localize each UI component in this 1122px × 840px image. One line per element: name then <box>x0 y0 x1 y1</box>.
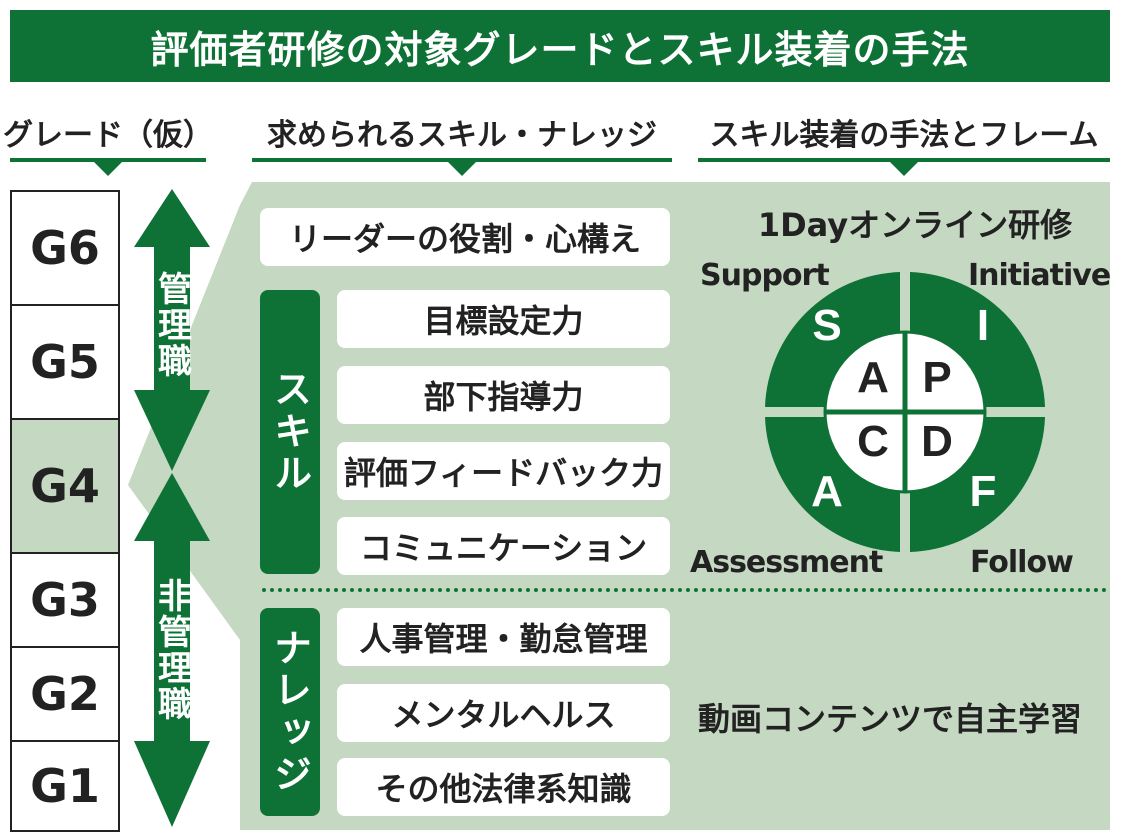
grade-box-g2: G2 <box>10 646 120 742</box>
skill-item: 目標設定力 <box>337 290 670 348</box>
knowledge-method-note: 動画コンテンツで自主学習 <box>698 700 1083 738</box>
non-management-label: 非管理職 <box>151 578 192 722</box>
knowledge-item: メンタルヘルス <box>337 684 670 742</box>
method-column-heading: スキル装着の手法とフレーム <box>709 118 1099 153</box>
inner-letter-c: C <box>857 417 889 466</box>
outer-letter-f: F <box>970 467 997 516</box>
skill-group-label: スキル <box>260 290 320 574</box>
grade-box-g4: G4 <box>10 418 120 554</box>
knowledge-group-label: ナレッジ <box>260 608 320 816</box>
grade-box-g6: G6 <box>10 190 120 306</box>
outer-letter-s: S <box>812 301 841 350</box>
assessment-label: Assessment <box>690 545 883 580</box>
method-heading-underline <box>698 158 1110 162</box>
leader-role-item: リーダーの役割・心構え <box>260 208 670 266</box>
grade-heading-pointer <box>94 162 122 176</box>
inner-letter-a: A <box>857 353 889 402</box>
page-title: 評価者研修の対象グレードとスキル装着の手法 <box>10 10 1110 82</box>
management-arrow <box>134 189 210 471</box>
inner-letter-p: P <box>922 353 951 402</box>
knowledge-item: その他法律系知識 <box>337 758 670 816</box>
section-divider <box>262 588 1107 592</box>
grade-arrows <box>134 189 210 827</box>
inner-letter-d: D <box>921 417 953 466</box>
grade-box-g1: G1 <box>10 740 120 832</box>
skills-heading-pointer <box>448 162 476 176</box>
grade-box-g5: G5 <box>10 304 120 420</box>
non-management-arrow <box>134 473 210 827</box>
skill-item: 評価フィードバック力 <box>337 442 670 500</box>
follow-label: Follow <box>970 545 1074 580</box>
skill-item: コミュニケーション <box>337 517 670 575</box>
framework-title: 1Dayオンライン研修 <box>757 206 1073 244</box>
skills-column-heading: 求められるスキル・ナレッジ <box>267 118 657 153</box>
grade-heading-underline <box>10 158 206 162</box>
outer-letter-i: I <box>977 301 989 350</box>
skills-heading-underline <box>252 158 672 162</box>
support-label: Support <box>700 258 830 293</box>
knowledge-item: 人事管理・勤怠管理 <box>337 608 670 666</box>
skill-item: 部下指導力 <box>337 366 670 424</box>
management-label: 管理職 <box>151 271 192 379</box>
initiative-label: Initiative <box>968 258 1111 293</box>
method-heading-pointer <box>890 162 918 176</box>
outer-letter-a: A <box>811 467 843 516</box>
grade-column-heading: グレード（仮） <box>3 118 213 153</box>
framework-circle: S I A F A P C D <box>765 272 1045 552</box>
